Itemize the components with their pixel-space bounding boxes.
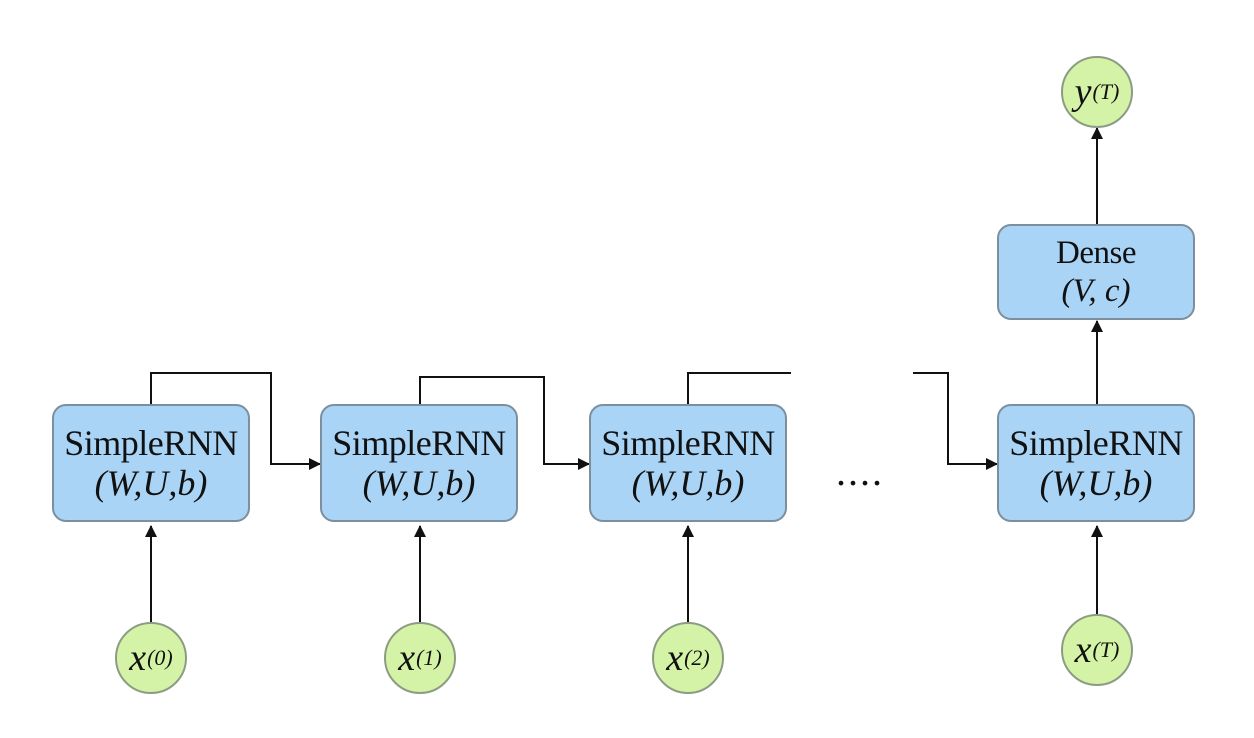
- recurrent-arrow-1-2: [419, 376, 590, 470]
- ellipsis: ....: [836, 449, 884, 494]
- recurrent-line-2-out: [687, 372, 791, 404]
- cell-title: SimpleRNN: [601, 423, 775, 463]
- simplernn-cell-0: SimpleRNN (W,U,b): [52, 404, 250, 522]
- recurrent-arrow-0-1: [150, 372, 321, 470]
- node-symbol: x: [1074, 629, 1092, 671]
- dense-layer: Dense (V, c): [997, 224, 1195, 320]
- node-superscript: (T): [1092, 79, 1120, 104]
- cell-params: (W,U,b): [94, 463, 208, 503]
- node-symbol: x: [398, 637, 416, 679]
- cell-title: SimpleRNN: [1009, 423, 1183, 463]
- node-symbol: x: [666, 637, 684, 679]
- simplernn-cell-t: SimpleRNN (W,U,b): [997, 404, 1195, 522]
- node-symbol: x: [129, 637, 147, 679]
- cell-title: SimpleRNN: [64, 423, 238, 463]
- output-node: y(T): [1061, 56, 1133, 128]
- node-superscript: (2): [684, 645, 710, 670]
- simplernn-cell-2: SimpleRNN (W,U,b): [589, 404, 787, 522]
- node-symbol: y: [1074, 71, 1092, 113]
- recurrent-arrow-in-t: [913, 372, 998, 470]
- input-node-t: x(T): [1061, 614, 1133, 686]
- input-node-2: x(2): [652, 622, 724, 694]
- dense-title: Dense: [1056, 235, 1136, 271]
- cell-params: (W,U,b): [362, 463, 476, 503]
- simplernn-cell-1: SimpleRNN (W,U,b): [320, 404, 518, 522]
- input-node-0: x(0): [115, 622, 187, 694]
- cell-params: (W,U,b): [1039, 463, 1153, 503]
- cell-params: (W,U,b): [631, 463, 745, 503]
- cell-title: SimpleRNN: [332, 423, 506, 463]
- node-superscript: (1): [416, 645, 442, 670]
- dense-params: (V, c): [1061, 273, 1131, 309]
- node-superscript: (T): [1092, 637, 1120, 662]
- input-node-1: x(1): [384, 622, 456, 694]
- node-superscript: (0): [147, 645, 173, 670]
